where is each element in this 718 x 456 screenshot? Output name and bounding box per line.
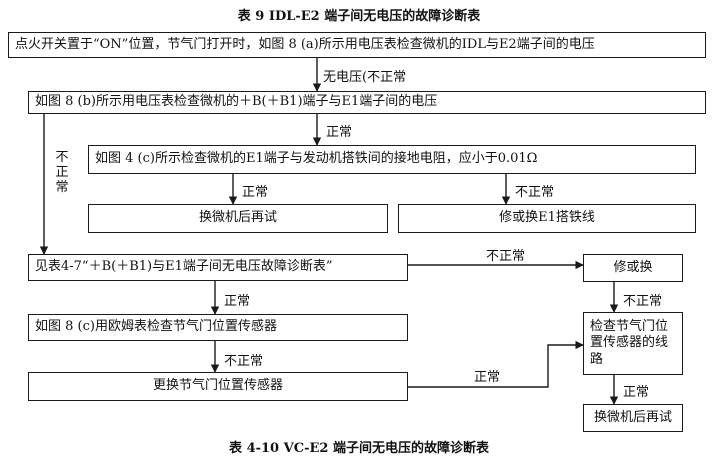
label-normal-2: 正常 [242,181,269,200]
action-repair-e1-ground: 修或换E1搭铁线 [398,204,696,233]
footer-title: 表 4-10 VC-E2 端子间无电压的故障诊断表 [229,441,489,456]
step-check-b-e1-voltage: 如图 8 (b)所示用电压表检查微机的＋B(＋B1)端子与E1端子间的电压 [28,91,706,114]
step-check-e1-ground-resistance: 如图 4 (c)所示检查微机的E1端子与发动机搭铁间的接地电阻，应小于0.01Ω [88,145,696,174]
action-replace-ecu-2: 换微机后再试 [583,404,683,432]
label-abnormal-2: 不正常 [515,181,555,200]
label-abnormal-4: 不正常 [623,290,663,309]
action-replace-tps: 更换节气门位置传感器 [28,372,408,401]
label-no-voltage-abnormal: 无电压(不正常 [323,66,407,85]
label-normal-5: 正常 [623,381,650,400]
step-check-tps-ohmmeter: 如图 8 (c)用欧姆表检查节气门位置传感器 [28,314,408,341]
header-title: 表 9 IDL-E2 端子间无电压的故障诊断表 [237,9,481,24]
action-repair-or-replace: 修或换 [583,254,683,282]
action-check-tps-wiring: 检查节气门位置传感器的线路 [583,312,683,375]
label-abnormal-3: 不正常 [486,245,526,264]
label-abnormal-5: 不正常 [224,350,264,369]
label-normal-4: 正常 [474,366,501,385]
action-replace-ecu-1: 换微机后再试 [88,204,388,233]
label-normal-3: 正常 [224,290,251,309]
label-abnormal-vertical: 不正常 [55,150,69,195]
arrow-b10-b9 [408,340,584,388]
step-check-idl-e2-voltage: 点火开关置于“ON”位置，节气门打开时，如图 8 (a)所示用电压表检查微机的I… [8,32,706,58]
label-normal-1: 正常 [326,121,353,140]
step-see-table-4-7: 见表4-7“＋B(＋B1)与E1端子间无电压故障诊断表” [28,254,408,281]
